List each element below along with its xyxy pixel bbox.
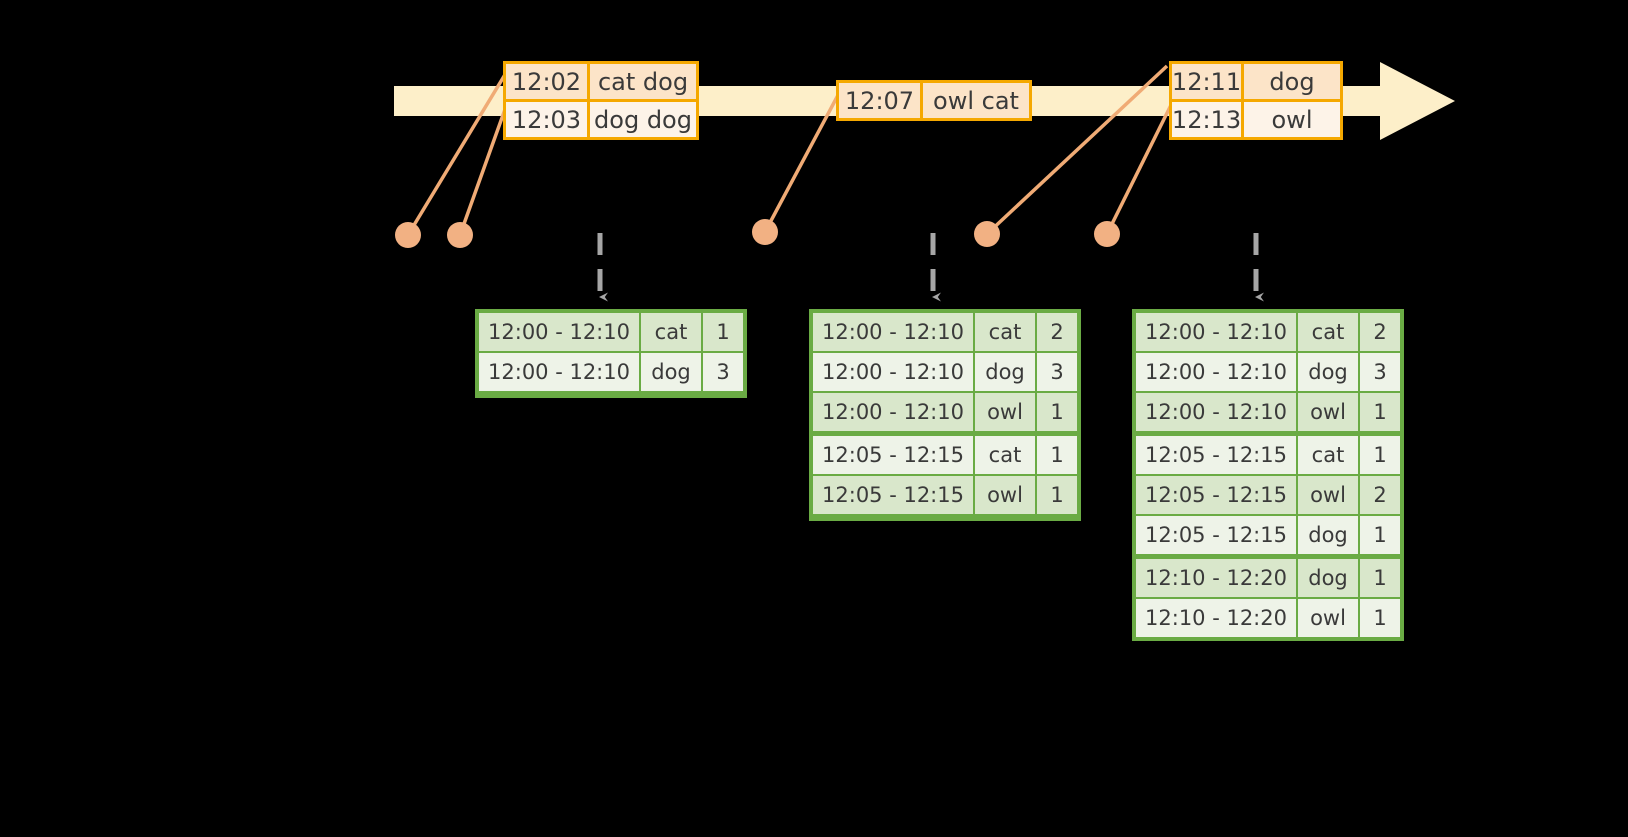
- cell-window: 12:00 - 12:10: [479, 313, 639, 351]
- cell-count: 1: [1360, 559, 1400, 597]
- cell-word: cat: [1298, 313, 1358, 351]
- cell-count: 2: [1360, 476, 1400, 514]
- cell-window: 12:00 - 12:10: [1136, 313, 1296, 351]
- cell-count: 3: [703, 353, 743, 391]
- event-row: 12:11 dog: [1172, 64, 1340, 99]
- event-marker-3: [752, 219, 778, 245]
- event-marker-4: [974, 221, 1000, 247]
- cell-word: owl: [975, 393, 1035, 431]
- event-time: 12:07: [839, 83, 923, 118]
- cell-window: 12:00 - 12:10: [479, 353, 639, 391]
- connector-line: [763, 81, 847, 233]
- event-row: 12:13 owl: [1172, 99, 1340, 137]
- cell-window: 12:05 - 12:15: [1136, 476, 1296, 514]
- event-words: dog: [1269, 67, 1315, 96]
- event-group-3: 12:11 dog 12:13 owl: [1169, 61, 1343, 140]
- cell-count: 2: [1037, 313, 1077, 351]
- event-dot-markers: [395, 219, 1120, 248]
- cell-window: 12:00 - 12:10: [813, 393, 973, 431]
- event-marker-1: [395, 222, 421, 248]
- cell-count: 1: [1037, 393, 1077, 431]
- connector-line: [458, 100, 510, 236]
- cell-count: 1: [1360, 599, 1400, 637]
- cell-word: owl: [1298, 599, 1358, 637]
- cell-count: 1: [1360, 436, 1400, 474]
- event-marker-2: [447, 222, 473, 248]
- event-words: dog dog: [594, 105, 692, 134]
- dashed-flow-arrows: [597, 233, 1264, 302]
- cell-word: dog: [1298, 516, 1358, 554]
- cell-count: 1: [1037, 436, 1077, 474]
- cell-count: 3: [1037, 353, 1077, 391]
- event-time: 12:02: [506, 64, 590, 99]
- cell-word: owl: [1298, 476, 1358, 514]
- cell-count: 1: [1360, 516, 1400, 554]
- cell-count: 3: [1360, 353, 1400, 391]
- connector-line: [406, 62, 514, 236]
- event-time: 12:13: [1172, 102, 1244, 137]
- cell-word: cat: [1298, 436, 1358, 474]
- cell-word: dog: [1298, 353, 1358, 391]
- cell-window: 12:05 - 12:15: [813, 476, 973, 514]
- cell-word: dog: [641, 353, 701, 391]
- event-row: 12:07 owl cat: [839, 83, 1029, 118]
- cell-word: dog: [1298, 559, 1358, 597]
- cell-word: cat: [975, 436, 1035, 474]
- cell-window: 12:10 - 12:20: [1136, 559, 1296, 597]
- event-marker-5: [1094, 221, 1120, 247]
- cell-count: 1: [1360, 393, 1400, 431]
- cell-window: 12:05 - 12:15: [813, 436, 973, 474]
- cell-count: 2: [1360, 313, 1400, 351]
- cell-word: cat: [641, 313, 701, 351]
- cell-word: owl: [975, 476, 1035, 514]
- cell-window: 12:10 - 12:20: [1136, 599, 1296, 637]
- event-time: 12:03: [506, 102, 590, 137]
- cell-window: 12:00 - 12:10: [813, 353, 973, 391]
- cell-window: 12:05 - 12:15: [1136, 436, 1296, 474]
- event-words: owl: [1271, 105, 1313, 134]
- cell-window: 12:00 - 12:10: [813, 313, 973, 351]
- cell-word: dog: [975, 353, 1035, 391]
- event-time: 12:11: [1172, 64, 1244, 99]
- cell-word: owl: [1298, 393, 1358, 431]
- connector-line: [1105, 102, 1174, 235]
- cell-count: 1: [1037, 476, 1077, 514]
- cell-word: cat: [975, 313, 1035, 351]
- event-words: cat dog: [597, 67, 689, 96]
- event-words: owl cat: [933, 86, 1019, 115]
- cell-window: 12:00 - 12:10: [1136, 393, 1296, 431]
- cell-count: 1: [703, 313, 743, 351]
- cell-window: 12:05 - 12:15: [1136, 516, 1296, 554]
- event-group-2: 12:07 owl cat: [836, 80, 1032, 121]
- cell-window: 12:00 - 12:10: [1136, 353, 1296, 391]
